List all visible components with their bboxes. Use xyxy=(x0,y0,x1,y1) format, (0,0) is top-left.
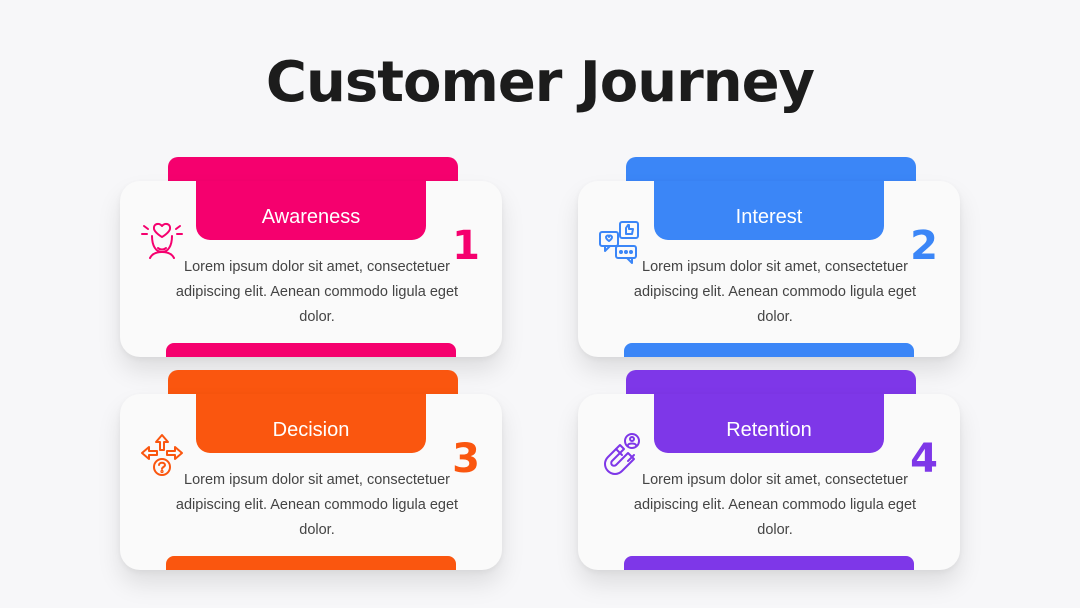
stage-description: Lorem ipsum dolor sit amet, consectetuer… xyxy=(633,472,917,538)
stage-number: 3 xyxy=(452,436,480,482)
card-bottom-bar xyxy=(624,556,914,570)
card-body: Interest 2 Lorem ipsum dolor sit amet, c… xyxy=(578,181,960,357)
card-bottom-bar xyxy=(624,343,914,357)
stage-description: Lorem ipsum dolor sit amet, consectetuer… xyxy=(633,259,917,325)
chat-bubbles-like-icon xyxy=(596,218,644,266)
magnet-user-icon xyxy=(596,431,644,479)
stage-number: 4 xyxy=(910,436,938,482)
stage-card-decision: Decision 3 Lorem ipsum dolor sit amet, c… xyxy=(120,370,502,570)
stage-card-retention: Retention 4 Lorem ipsum dolor sit amet, … xyxy=(578,370,960,570)
direction-arrows-question-icon xyxy=(138,431,186,479)
card-body: Awareness 1 Lorem ipsum dolor sit amet, … xyxy=(120,181,502,357)
stage-description: Lorem ipsum dolor sit amet, consectetuer… xyxy=(175,259,459,325)
card-body: Decision 3 Lorem ipsum dolor sit amet, c… xyxy=(120,394,502,570)
stage-label: Decision xyxy=(196,394,426,453)
stage-label: Retention xyxy=(654,394,884,453)
stage-label: Interest xyxy=(654,181,884,240)
stage-number: 2 xyxy=(910,223,938,269)
stage-label: Awareness xyxy=(196,181,426,240)
head-with-heart-icon xyxy=(138,218,186,266)
stage-card-awareness: Awareness 1 Lorem ipsum dolor sit amet, … xyxy=(120,157,502,357)
card-bottom-bar xyxy=(166,556,456,570)
stage-number: 1 xyxy=(452,223,480,269)
stage-card-interest: Interest 2 Lorem ipsum dolor sit amet, c… xyxy=(578,157,960,357)
card-body: Retention 4 Lorem ipsum dolor sit amet, … xyxy=(578,394,960,570)
page-title: Customer Journey xyxy=(265,50,815,115)
card-bottom-bar xyxy=(166,343,456,357)
stage-description: Lorem ipsum dolor sit amet, consectetuer… xyxy=(175,472,459,538)
